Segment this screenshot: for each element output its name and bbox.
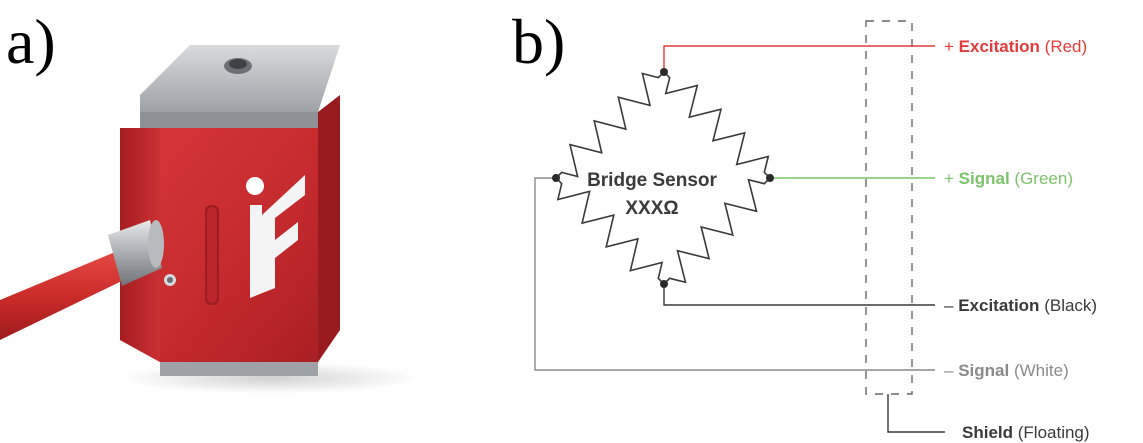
panel-label-a: a) [6, 6, 56, 77]
load-cell-photo [0, 45, 420, 394]
wire-color-name: (Red) [1045, 37, 1088, 56]
resistor-arm-bl [555, 177, 665, 285]
resistor-arm-tr [663, 71, 771, 179]
svg-text:– Excitation (Black): – Excitation (Black) [944, 296, 1097, 315]
sensor-cable [0, 220, 176, 340]
panel-label-b: b) [512, 6, 566, 77]
wire-color-name: (Floating) [1018, 423, 1090, 442]
bridge-node-bottom [660, 280, 668, 288]
bridge-resistance-label: XXXΩ [625, 198, 678, 219]
wire-neg-excitation [663, 284, 935, 306]
wire-name: Signal [958, 361, 1009, 380]
wire-label-pos-excitation: + Excitation (Red) [944, 37, 1087, 56]
sign: – [944, 296, 954, 315]
svg-text:Shield (Floating): Shield (Floating) [962, 423, 1090, 442]
svg-text:+ Excitation (Red): + Excitation (Red) [944, 37, 1087, 56]
metal-top-plate [140, 45, 340, 128]
bridge-node-right [766, 174, 774, 182]
metal-bottom-plate [160, 362, 318, 376]
red-sensor-body [120, 95, 340, 362]
wire-name: Excitation [958, 296, 1039, 315]
wire-name: Shield [962, 423, 1013, 442]
resistor-arm-br [663, 177, 771, 285]
wire-color-name: (Green) [1014, 169, 1073, 188]
sign: + [944, 37, 954, 56]
wire-pos-excitation [663, 45, 935, 72]
wire-name: Signal [959, 169, 1010, 188]
wire-label-neg-signal: – Signal (White) [944, 361, 1069, 380]
sign: – [944, 361, 954, 380]
bridge-sensor-label: Bridge Sensor [587, 170, 717, 191]
wire-label-shield: Shield (Floating) [962, 423, 1090, 442]
wire-color-name: (White) [1014, 361, 1069, 380]
bridge-resistor-network [555, 71, 771, 285]
svg-text:+ Signal (Green): + Signal (Green) [944, 169, 1073, 188]
wire-neg-signal [534, 177, 935, 371]
bridge-node-top [660, 68, 668, 76]
brand-logo [246, 175, 305, 298]
sign: + [944, 169, 954, 188]
shield-dashed-box [865, 20, 913, 395]
svg-text:– Signal (White): – Signal (White) [944, 361, 1069, 380]
wire-label-neg-excitation: – Excitation (Black) [944, 296, 1097, 315]
wire-label-pos-signal: + Signal (Green) [944, 169, 1073, 188]
bridge-node-left [552, 174, 560, 182]
wire-name: Excitation [959, 37, 1040, 56]
resistor-arm-tl [555, 71, 665, 179]
wire-color-name: (Black) [1044, 296, 1097, 315]
wire-shield [887, 394, 945, 433]
